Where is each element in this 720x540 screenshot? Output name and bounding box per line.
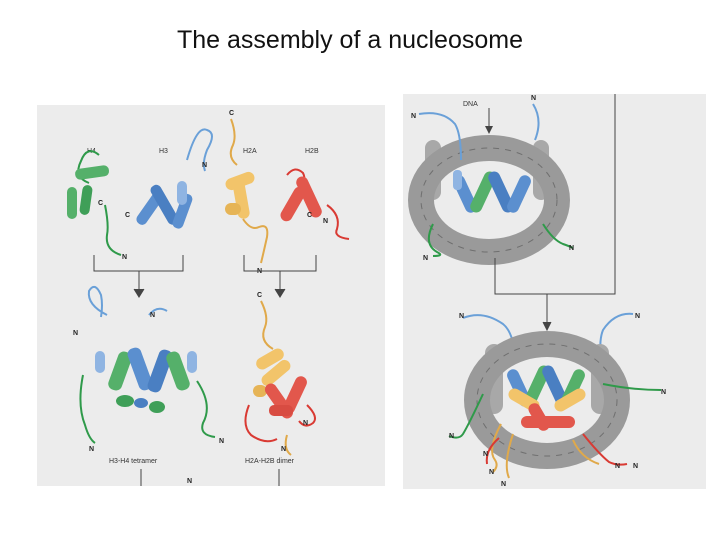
dimer-n-terminus-2: N	[281, 446, 286, 453]
h2b-c-terminus: C	[307, 212, 312, 219]
h2a-c-terminus: C	[229, 110, 234, 117]
bottom-n-terminus-7: N	[501, 481, 506, 488]
nucleosome-complete: N N N N N N N N N	[448, 312, 666, 488]
h3-c-terminus: C	[125, 212, 130, 219]
panel-nucleosome: DNA N N N N	[403, 94, 706, 489]
h2a-h2b-dimer: C N N H2A-H2B dimer	[244, 292, 316, 465]
h4-c-terminus: C	[98, 200, 103, 207]
tetramer-n-terminus-2: N	[150, 312, 155, 319]
histone-h4: C N	[67, 150, 127, 261]
tetramer-caption: H3-H4 tetramer	[109, 458, 158, 465]
h3-n-terminus: N	[202, 162, 207, 169]
histone-h2a: C N	[225, 110, 269, 275]
bottom-lead-lines	[140, 469, 280, 486]
nucleosome-top: N N N N	[408, 95, 574, 265]
tetramer-n-terminus-4: N	[219, 438, 224, 445]
bottom-n-terminus-9: N	[633, 463, 638, 470]
label-dna: DNA	[463, 101, 478, 108]
assembly-connector	[494, 94, 616, 332]
label-h2b: H2B	[305, 148, 319, 155]
dimer-n-terminus-1: N	[303, 420, 308, 427]
label-h3: H3	[159, 148, 168, 155]
bottom-n-terminus-6: N	[489, 469, 494, 476]
bottom-n-label: N	[187, 478, 192, 485]
bottom-n-terminus-3: N	[661, 389, 666, 396]
h4-n-terminus: N	[122, 254, 127, 261]
brackets-top	[93, 255, 317, 298]
bottom-n-terminus-1: N	[459, 313, 464, 320]
h2b-n-terminus: N	[323, 218, 328, 225]
dimer-c-terminus: C	[257, 292, 262, 299]
histone-assembly-diagram: H4 H3 H2A H2B C N C N	[67, 110, 350, 486]
bottom-n-terminus-4: N	[449, 433, 454, 440]
histone-h2b: C N	[280, 168, 350, 240]
histone-h3: C N	[125, 128, 213, 229]
tetramer-n-terminus-1: N	[73, 330, 78, 337]
h3-h4-tetramer: N N N N H3-H4 tetramer	[73, 285, 224, 465]
tetramer-n-terminus-3: N	[89, 446, 94, 453]
top-n-terminus-4: N	[569, 245, 574, 252]
top-n-terminus-3: N	[423, 255, 428, 262]
bottom-n-terminus-2: N	[635, 313, 640, 320]
slide-title: The assembly of a nucleosome	[176, 26, 523, 54]
top-n-terminus-2: N	[531, 95, 536, 102]
label-h2a: H2A	[243, 148, 257, 155]
bottom-n-terminus-5: N	[483, 451, 488, 458]
panel-histone-assembly: H4 H3 H2A H2B C N C N	[37, 105, 385, 486]
top-n-terminus-1: N	[411, 113, 416, 120]
nucleosome-diagram: DNA N N N N	[408, 94, 666, 488]
dimer-caption: H2A-H2B dimer	[245, 458, 295, 465]
bottom-n-terminus-8: N	[615, 463, 620, 470]
